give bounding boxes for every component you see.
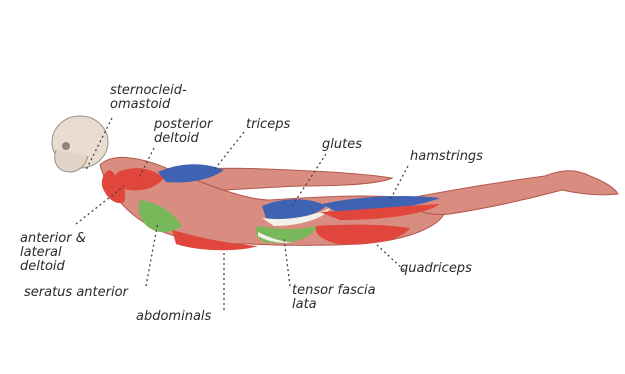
label-quadriceps: quadriceps [400,262,472,276]
leader-triceps [214,132,244,170]
quadriceps-shape [316,225,410,245]
label-posterior-deltoid: posterior deltoid [154,118,212,146]
label-posterior-deltoid-line1: posterior [154,118,212,132]
leader-seratus-anterior [146,222,158,286]
label-sternocleidomastoid-line1: sternocleid- [110,84,187,98]
label-anterior-lateral-deltoid-line2: lateral [20,246,86,260]
label-anterior-lateral-deltoid: anterior & lateral deltoid [20,232,86,274]
label-hamstrings: hamstrings [410,150,483,164]
label-triceps: triceps [246,118,290,132]
label-sternocleidomastoid-line2: omastoid [110,98,187,112]
label-seratus-anterior: seratus anterior [24,286,128,300]
label-posterior-deltoid-line2: deltoid [154,132,212,146]
label-anterior-lateral-deltoid-line1: anterior & [20,232,86,246]
label-anterior-lateral-deltoid-line3: deltoid [20,260,86,274]
label-sternocleidomastoid: sternocleid- omastoid [110,84,187,112]
label-tensor-fascia-lata: tensor fascia lata [292,284,376,312]
label-tensor-fascia-lata-line2: lata [292,298,376,312]
skull [52,116,108,172]
label-tensor-fascia-lata-line1: tensor fascia [292,284,376,298]
label-glutes: glutes [322,138,362,152]
leader-hamstrings [390,166,408,200]
label-abdominals: abdominals [136,310,211,324]
